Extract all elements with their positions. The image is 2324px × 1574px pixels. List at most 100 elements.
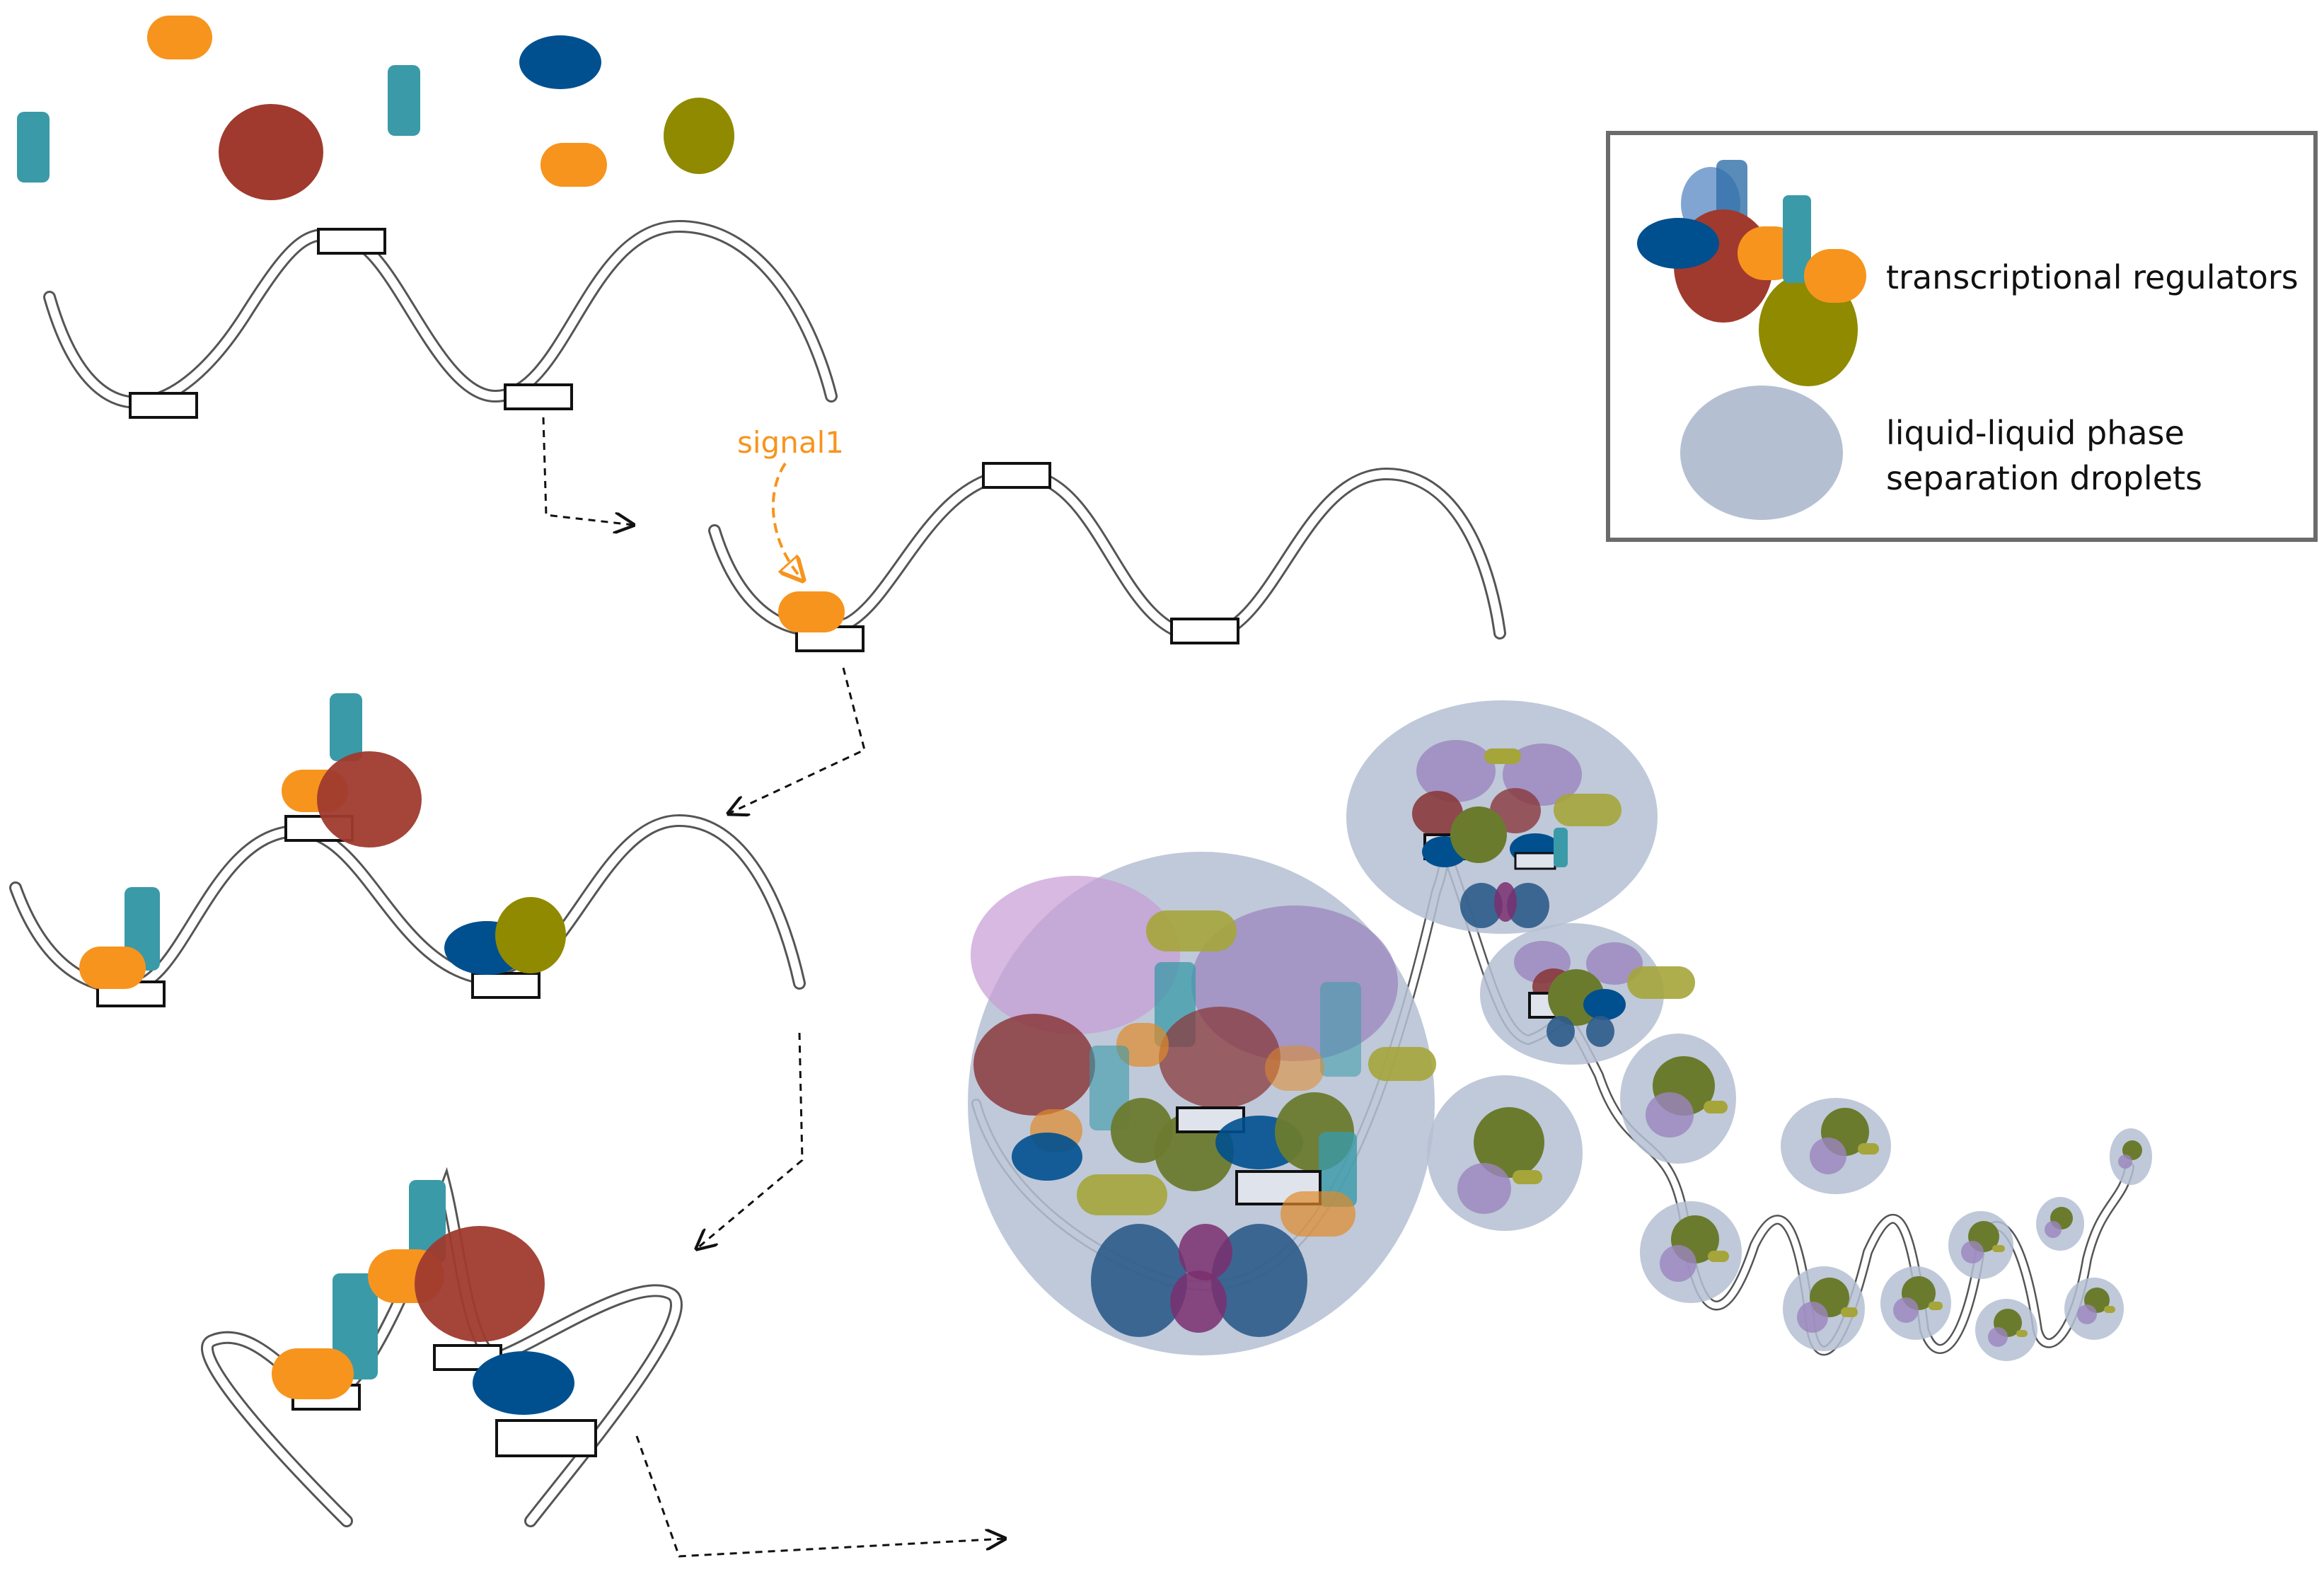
binding-site bbox=[982, 462, 1051, 489]
teal-regulator bbox=[333, 1273, 378, 1379]
red-regulator bbox=[317, 751, 422, 847]
small-droplet bbox=[1620, 1034, 1736, 1164]
small-droplet bbox=[1781, 1098, 1891, 1194]
blue-regulator bbox=[1637, 218, 1719, 269]
transition-arrow bbox=[697, 1032, 804, 1249]
purple-regulator bbox=[1810, 1138, 1846, 1174]
blue-regulator bbox=[1507, 883, 1549, 928]
medium-droplet bbox=[1346, 700, 1658, 934]
orange-regulator bbox=[540, 143, 607, 187]
olive-regulator bbox=[1146, 910, 1237, 951]
blue-regulator bbox=[1547, 1016, 1575, 1047]
olive-regulator bbox=[664, 98, 734, 174]
teal-regulator bbox=[388, 65, 420, 136]
binding-site bbox=[317, 228, 386, 255]
purple-regulator bbox=[1797, 1302, 1828, 1333]
purple-regulator bbox=[2045, 1221, 2062, 1238]
teal-regulator bbox=[1319, 1132, 1357, 1207]
binding-site bbox=[504, 383, 573, 410]
purple-regulator bbox=[2077, 1304, 2097, 1324]
binding-site bbox=[495, 1419, 597, 1457]
red-regulator bbox=[415, 1226, 545, 1342]
olive-regulator bbox=[2016, 1330, 2028, 1337]
olive-regulator bbox=[1992, 1245, 2005, 1252]
olive-regulator bbox=[1841, 1307, 1858, 1317]
teal-regulator bbox=[1320, 982, 1361, 1077]
olive-regulator bbox=[1858, 1143, 1879, 1155]
signal-arrow bbox=[771, 462, 803, 580]
dna-strand bbox=[43, 219, 838, 409]
binding-site bbox=[471, 972, 540, 999]
transition-arrow bbox=[542, 417, 633, 525]
olive-regulator bbox=[1627, 966, 1695, 999]
orange-regulator bbox=[272, 1348, 354, 1399]
purple-regulator bbox=[1416, 740, 1496, 802]
teal-regulator bbox=[330, 693, 362, 761]
magenta-regulator bbox=[1494, 882, 1517, 922]
small-droplet bbox=[1880, 1266, 1951, 1340]
purple-regulator bbox=[1893, 1297, 1919, 1323]
olive-regulator bbox=[1077, 1174, 1167, 1215]
legend-droplet-icon bbox=[1680, 386, 1843, 520]
blue-regulator bbox=[1012, 1133, 1082, 1181]
blue-regulator bbox=[473, 1351, 574, 1415]
signal-label: signal1 bbox=[737, 425, 844, 460]
binding-site bbox=[1170, 618, 1239, 644]
blue-regulator bbox=[1586, 1016, 1614, 1047]
olive-regulator bbox=[2104, 1306, 2115, 1313]
purple-regulator bbox=[1646, 1092, 1694, 1138]
olive-regulator bbox=[1474, 1107, 1544, 1178]
purple-regulator bbox=[1660, 1245, 1696, 1282]
large-droplet bbox=[968, 852, 1436, 1355]
medium-droplet bbox=[1480, 923, 1695, 1065]
blue-regulator bbox=[519, 35, 601, 89]
small-droplet bbox=[1783, 1266, 1865, 1351]
small-droplet bbox=[1427, 1075, 1583, 1231]
purple-regulator bbox=[1961, 1241, 1984, 1263]
blue-regulator bbox=[1583, 989, 1626, 1020]
small-droplet bbox=[2110, 1128, 2152, 1185]
red-regulator bbox=[1412, 791, 1463, 836]
phase-separated-condensates bbox=[968, 700, 2152, 1361]
transition-arrow bbox=[729, 667, 866, 814]
orange-regulator bbox=[1265, 1046, 1324, 1091]
magenta-regulator bbox=[1179, 1224, 1232, 1280]
orange-regulator bbox=[1280, 1191, 1355, 1237]
olive-regulator bbox=[1450, 806, 1507, 863]
magenta-regulator bbox=[1170, 1271, 1227, 1333]
teal-regulator bbox=[1554, 828, 1568, 867]
orange-regulator-bound bbox=[778, 591, 845, 632]
purple-regulator bbox=[1988, 1327, 2008, 1347]
legend-regulators-icon bbox=[1637, 160, 1866, 386]
small-droplet bbox=[2036, 1197, 2084, 1251]
stage-1-dna bbox=[43, 219, 838, 419]
red-regulator bbox=[219, 104, 323, 200]
orange-regulator bbox=[147, 16, 212, 59]
olive-regulator bbox=[1929, 1302, 1943, 1310]
purple-regulator bbox=[2118, 1155, 2132, 1169]
blue-regulator bbox=[1091, 1224, 1187, 1337]
transition-arrow bbox=[635, 1435, 1005, 1558]
red-regulator bbox=[1159, 1007, 1280, 1109]
legend: transcriptional regulators liquid-liquid… bbox=[1606, 131, 2318, 542]
stage-3-dna bbox=[9, 693, 806, 1007]
teal-regulator bbox=[17, 112, 50, 183]
purple-regulator bbox=[971, 876, 1180, 1034]
small-droplet bbox=[1640, 1201, 1742, 1303]
olive-regulator bbox=[495, 897, 566, 973]
small-droplet bbox=[1975, 1299, 2037, 1361]
purple-regulator bbox=[1457, 1163, 1511, 1214]
red-regulator bbox=[973, 1014, 1095, 1116]
olive-regulator bbox=[1704, 1101, 1728, 1113]
olive-regulator bbox=[1513, 1170, 1542, 1184]
free-regulators bbox=[17, 16, 734, 200]
olive-regulator bbox=[1554, 794, 1621, 826]
teal-regulator bbox=[1783, 195, 1811, 283]
olive-regulator bbox=[1368, 1047, 1436, 1081]
stage-4-dna bbox=[201, 1167, 683, 1527]
olive-regulator bbox=[1484, 748, 1521, 764]
stage-2-dna bbox=[708, 462, 1506, 652]
olive-regulator bbox=[1708, 1251, 1729, 1262]
orange-regulator bbox=[1804, 249, 1866, 303]
